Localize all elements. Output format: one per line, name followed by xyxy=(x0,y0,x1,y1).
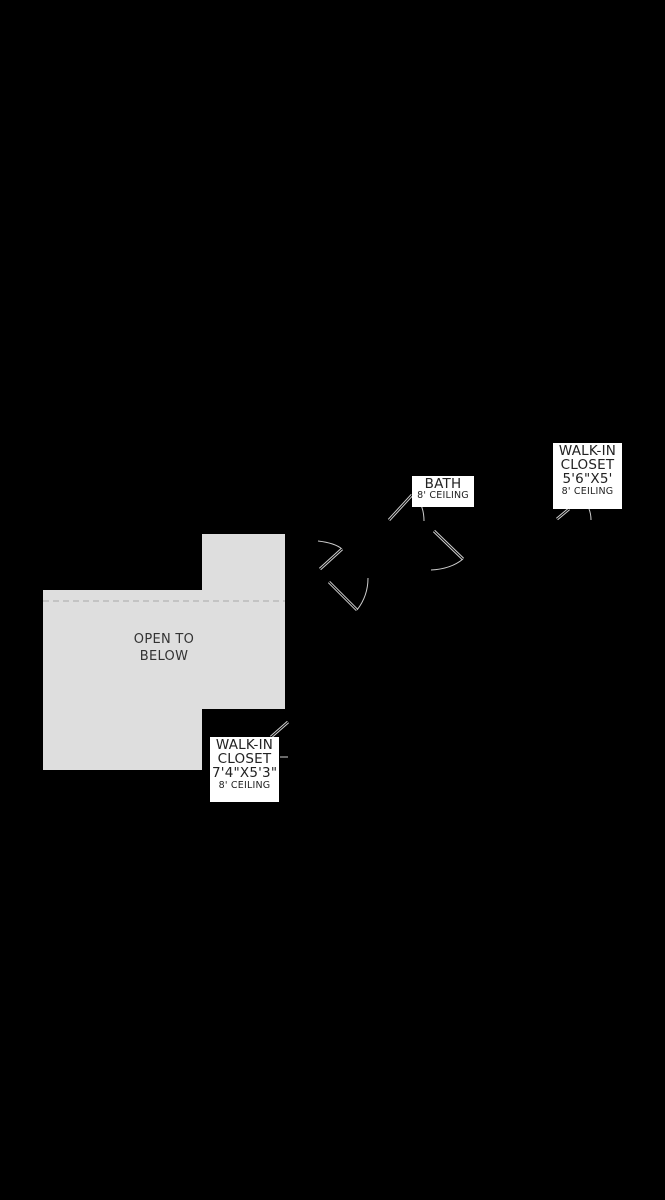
room-label-bath: BATH 8' CEILING xyxy=(412,476,474,507)
room-name-line2: CLOSET xyxy=(560,457,615,474)
open-to-below-line2: BELOW xyxy=(139,648,189,664)
door-swing-icon xyxy=(317,540,344,571)
room-label-walk-in-closet-right: WALK-IN CLOSET 5'6"X5' 8' CEILING xyxy=(553,443,622,509)
room-name: BATH xyxy=(424,476,462,492)
room-name-line2: CLOSET xyxy=(217,751,272,768)
ceiling-height: 8' CEILING xyxy=(218,779,271,791)
door-swing-icon xyxy=(327,577,369,612)
closet-door-lines xyxy=(556,507,592,521)
open-to-below-label: OPEN TO BELOW xyxy=(43,632,285,666)
ceiling-height: 8' CEILING xyxy=(561,485,614,497)
room-dimensions: 7'4"X5'3" xyxy=(212,765,278,782)
ceiling-height: 8' CEILING xyxy=(417,490,469,502)
open-to-below-line1: OPEN TO xyxy=(133,632,195,647)
closet-door-lines xyxy=(270,720,289,758)
room-name-line1: WALK-IN xyxy=(215,737,274,753)
room-name-line1: WALK-IN xyxy=(558,443,617,459)
door-swing-icon xyxy=(430,529,465,571)
open-to-below-area xyxy=(43,534,285,770)
room-label-walk-in-closet-left: WALK-IN CLOSET 7'4"X5'3" 8' CEILING xyxy=(210,737,279,802)
room-dimensions: 5'6"X5' xyxy=(562,471,613,488)
